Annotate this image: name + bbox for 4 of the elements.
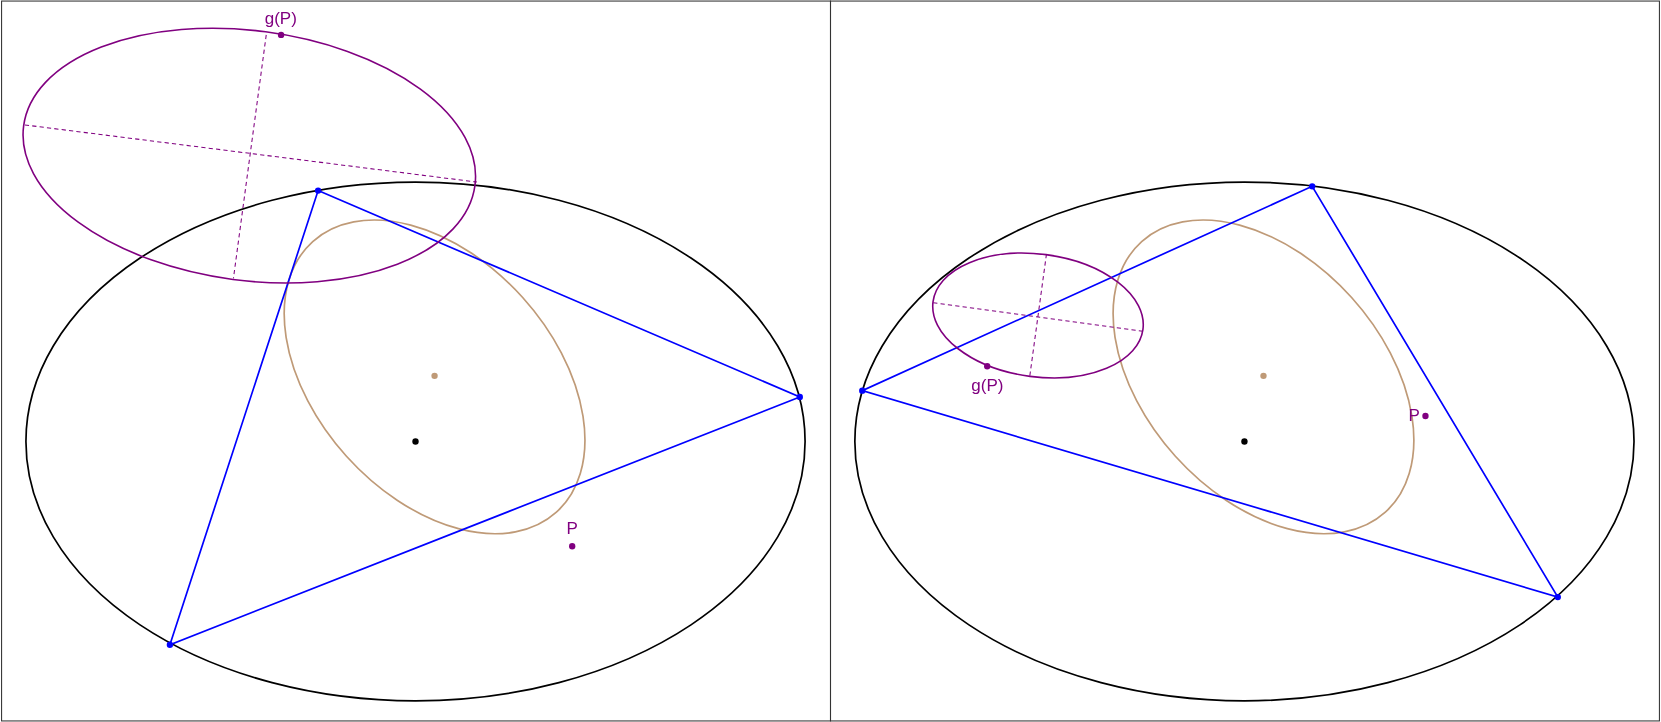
- point-label: P: [566, 520, 578, 538]
- point-label: g(P): [264, 9, 297, 27]
- point-label: g(P): [971, 377, 1004, 395]
- point-label: P: [1408, 406, 1420, 424]
